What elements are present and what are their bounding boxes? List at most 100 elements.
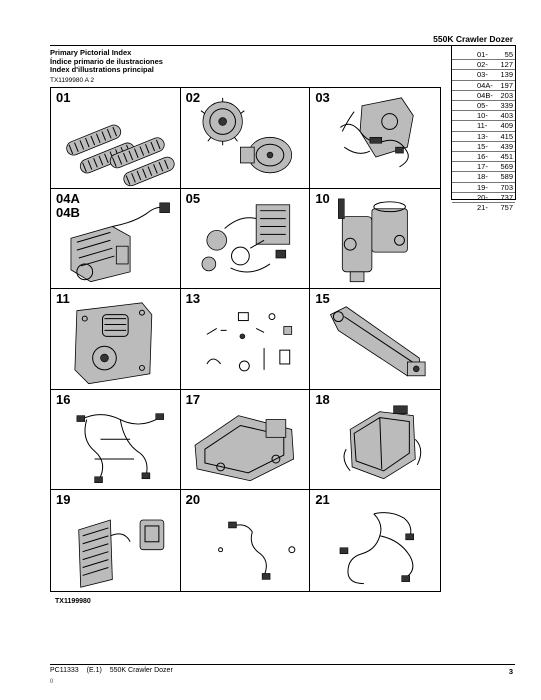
section-page-table: 01-55 02- 127 03- 139 04A- 197 04B- 203 05- 3… xyxy=(451,45,516,212)
wiring-harness-icon xyxy=(76,413,164,483)
edition: (E.1) xyxy=(86,667,102,674)
table-row[interactable]: 01-55 xyxy=(452,50,515,61)
page-number: 439 xyxy=(500,141,513,151)
table-row[interactable]: 16- 451 xyxy=(452,152,515,163)
section-number: 13- xyxy=(477,131,488,141)
table-row[interactable]: 05- 339 xyxy=(452,101,515,112)
page-number: 415 xyxy=(500,131,513,141)
table-row[interactable]: 15- 439 xyxy=(452,141,515,153)
index-cell-01[interactable]: 01 xyxy=(51,88,181,189)
cell-label: 13 xyxy=(185,291,201,307)
table-row[interactable]: 18- 589 xyxy=(452,172,515,183)
small-parts-icon xyxy=(206,312,292,372)
page-number: 127 xyxy=(500,60,513,70)
mainframe-harness-icon xyxy=(340,97,415,168)
table-row[interactable]: 10- 403 xyxy=(452,111,515,122)
table-row[interactable]: 11- 409 xyxy=(452,121,515,132)
cell-label: 05 xyxy=(185,190,201,206)
section-number: 04B- xyxy=(477,90,493,100)
table-row[interactable]: 13- 415 xyxy=(452,132,515,142)
page-number: 409 xyxy=(500,121,513,131)
cell-label: 21 xyxy=(315,492,330,508)
pivot-bracket-icon xyxy=(74,302,153,385)
header-rule xyxy=(50,45,515,46)
section-number: 19- xyxy=(477,182,488,192)
section-number: 03- xyxy=(477,70,488,80)
footer-doc-info: PC11333 (E.1) 550K Crawler Dozer xyxy=(50,667,179,674)
section-number: 16- xyxy=(477,152,488,162)
figure-id: TX1199980 A 2 xyxy=(50,77,94,84)
page-number: 339 xyxy=(500,101,513,111)
doc-title: 550K Crawler Dozer xyxy=(109,667,173,674)
index-cell-11[interactable]: 11 xyxy=(51,289,181,390)
table-row[interactable]: 02- 127 xyxy=(452,60,515,71)
section-number: 11- xyxy=(477,121,488,131)
final-drive-icon xyxy=(200,97,292,174)
index-heading-en: Primary Pictorial Index xyxy=(50,48,132,57)
index-cell-13[interactable]: 13 xyxy=(180,289,311,390)
table-row[interactable]: 04A- 197 xyxy=(452,81,515,91)
cooling-package-icon xyxy=(78,519,165,589)
page-number: 703 xyxy=(500,182,513,192)
cell-label: 20 xyxy=(185,492,201,508)
section-number: 17- xyxy=(477,162,488,172)
cell-label: 03 xyxy=(315,90,330,105)
page-number: 55 xyxy=(504,50,513,59)
frame-icon xyxy=(194,415,294,481)
index-heading-es: Índice primario de ilustraciones xyxy=(50,56,163,66)
footer-mark: () xyxy=(50,678,53,683)
footer-rule xyxy=(50,664,515,665)
page-number: 403 xyxy=(500,111,513,121)
section-number: 21- xyxy=(477,203,488,213)
page-number: 3 xyxy=(508,667,513,676)
document-title: 550K Crawler Dozer xyxy=(433,34,513,44)
section-number: 02- xyxy=(477,60,488,70)
index-cell-18[interactable]: 18 xyxy=(310,390,440,491)
table-row[interactable]: 03- 139 xyxy=(452,70,515,81)
cell-label: 18 xyxy=(315,391,330,407)
cell-label: 19 xyxy=(56,492,71,508)
grid-caption: TX1199980 xyxy=(55,598,91,605)
index-cell-19[interactable]: 19 xyxy=(51,490,181,591)
page-number: 139 xyxy=(500,70,513,80)
page-number: 203 xyxy=(500,90,513,100)
table-row[interactable]: 04B- 203 xyxy=(452,90,515,102)
section-number: 05- xyxy=(477,101,488,111)
index-cell-04[interactable]: 04A 04B xyxy=(51,188,181,290)
index-cell-21[interactable]: 21 xyxy=(310,490,440,591)
index-cell-16[interactable]: 16 xyxy=(51,389,181,491)
index-cell-20[interactable]: 20 xyxy=(181,490,311,591)
page-number: 197 xyxy=(500,80,513,90)
cell-label: 01 xyxy=(56,90,71,105)
cab-icon xyxy=(343,405,422,479)
table-row[interactable]: 17-569 xyxy=(452,162,515,173)
engine-accessories-icon xyxy=(201,203,290,273)
track-chains-icon xyxy=(66,124,175,187)
push-arm-icon xyxy=(330,306,426,377)
table-row[interactable]: 20- 737 xyxy=(452,192,515,204)
index-cell-03[interactable]: 03 xyxy=(310,88,440,189)
section-number: 18- xyxy=(477,172,488,182)
index-cell-15[interactable]: 15 xyxy=(310,289,440,390)
index-cell-05[interactable]: 05 xyxy=(180,188,311,290)
section-number: 20- xyxy=(477,192,488,202)
index-cell-10[interactable]: 10 xyxy=(310,189,440,290)
page-number: 757 xyxy=(500,203,513,213)
index-cell-02[interactable]: 02 xyxy=(180,88,311,189)
valve-block-icon xyxy=(338,198,409,282)
page-number: 589 xyxy=(500,172,513,182)
table-row[interactable]: 19- 703 xyxy=(452,183,515,193)
page-number: 737 xyxy=(500,192,513,202)
index-heading-fr: Index d'illustrations principal xyxy=(50,65,154,75)
cell-label: 04A 04B xyxy=(56,190,80,220)
pictorial-index-grid: 01 02 xyxy=(50,87,441,592)
doc-number: PC11333 xyxy=(50,667,79,674)
section-number: 04A- xyxy=(477,80,493,90)
section-number: 10- xyxy=(477,111,488,121)
page-number: 451 xyxy=(500,152,513,162)
cell-label: 11 xyxy=(56,291,70,307)
section-number: 15- xyxy=(477,141,488,151)
cell-label: 17 xyxy=(185,391,201,407)
index-cell-17[interactable]: 17 xyxy=(180,389,311,491)
table-row[interactable]: 21- 757 xyxy=(452,203,515,212)
